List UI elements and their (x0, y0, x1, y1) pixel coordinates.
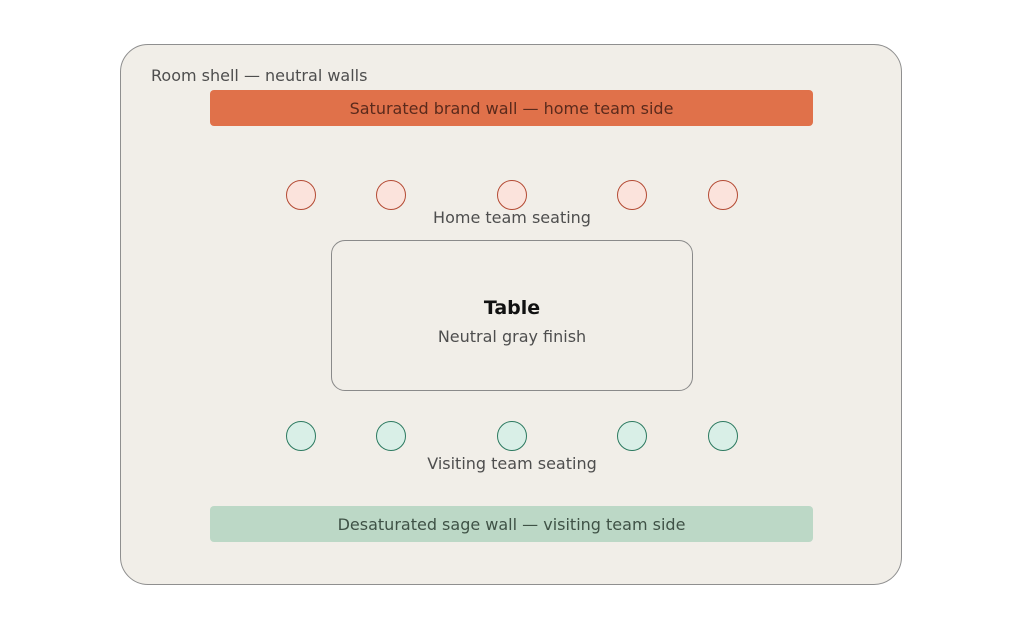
conference-table: Table Neutral gray finish (331, 240, 693, 391)
table-title: Table (483, 297, 541, 319)
home-team-wall-label: Saturated brand wall — home team side (349, 98, 674, 118)
room-shell-label: Room shell — neutral walls (151, 66, 368, 85)
visiting-seat (376, 421, 406, 451)
visiting-seat (708, 421, 738, 451)
home-seat (617, 180, 647, 210)
table-subtitle: Neutral gray finish (437, 327, 587, 346)
visiting-seat (617, 421, 647, 451)
visiting-seat (497, 421, 527, 451)
home-seat (376, 180, 406, 210)
visiting-team-wall-label: Desaturated sage wall — visiting team si… (337, 514, 686, 534)
visiting-seat (286, 421, 316, 451)
home-seat (708, 180, 738, 210)
home-seat (286, 180, 316, 210)
home-seat (497, 180, 527, 210)
visiting-team-wall: Desaturated sage wall — visiting team si… (210, 506, 813, 542)
visiting-team-seating-label: Visiting team seating (427, 454, 597, 473)
home-team-wall: Saturated brand wall — home team side (210, 90, 813, 126)
home-team-seating-label: Home team seating (433, 208, 591, 227)
